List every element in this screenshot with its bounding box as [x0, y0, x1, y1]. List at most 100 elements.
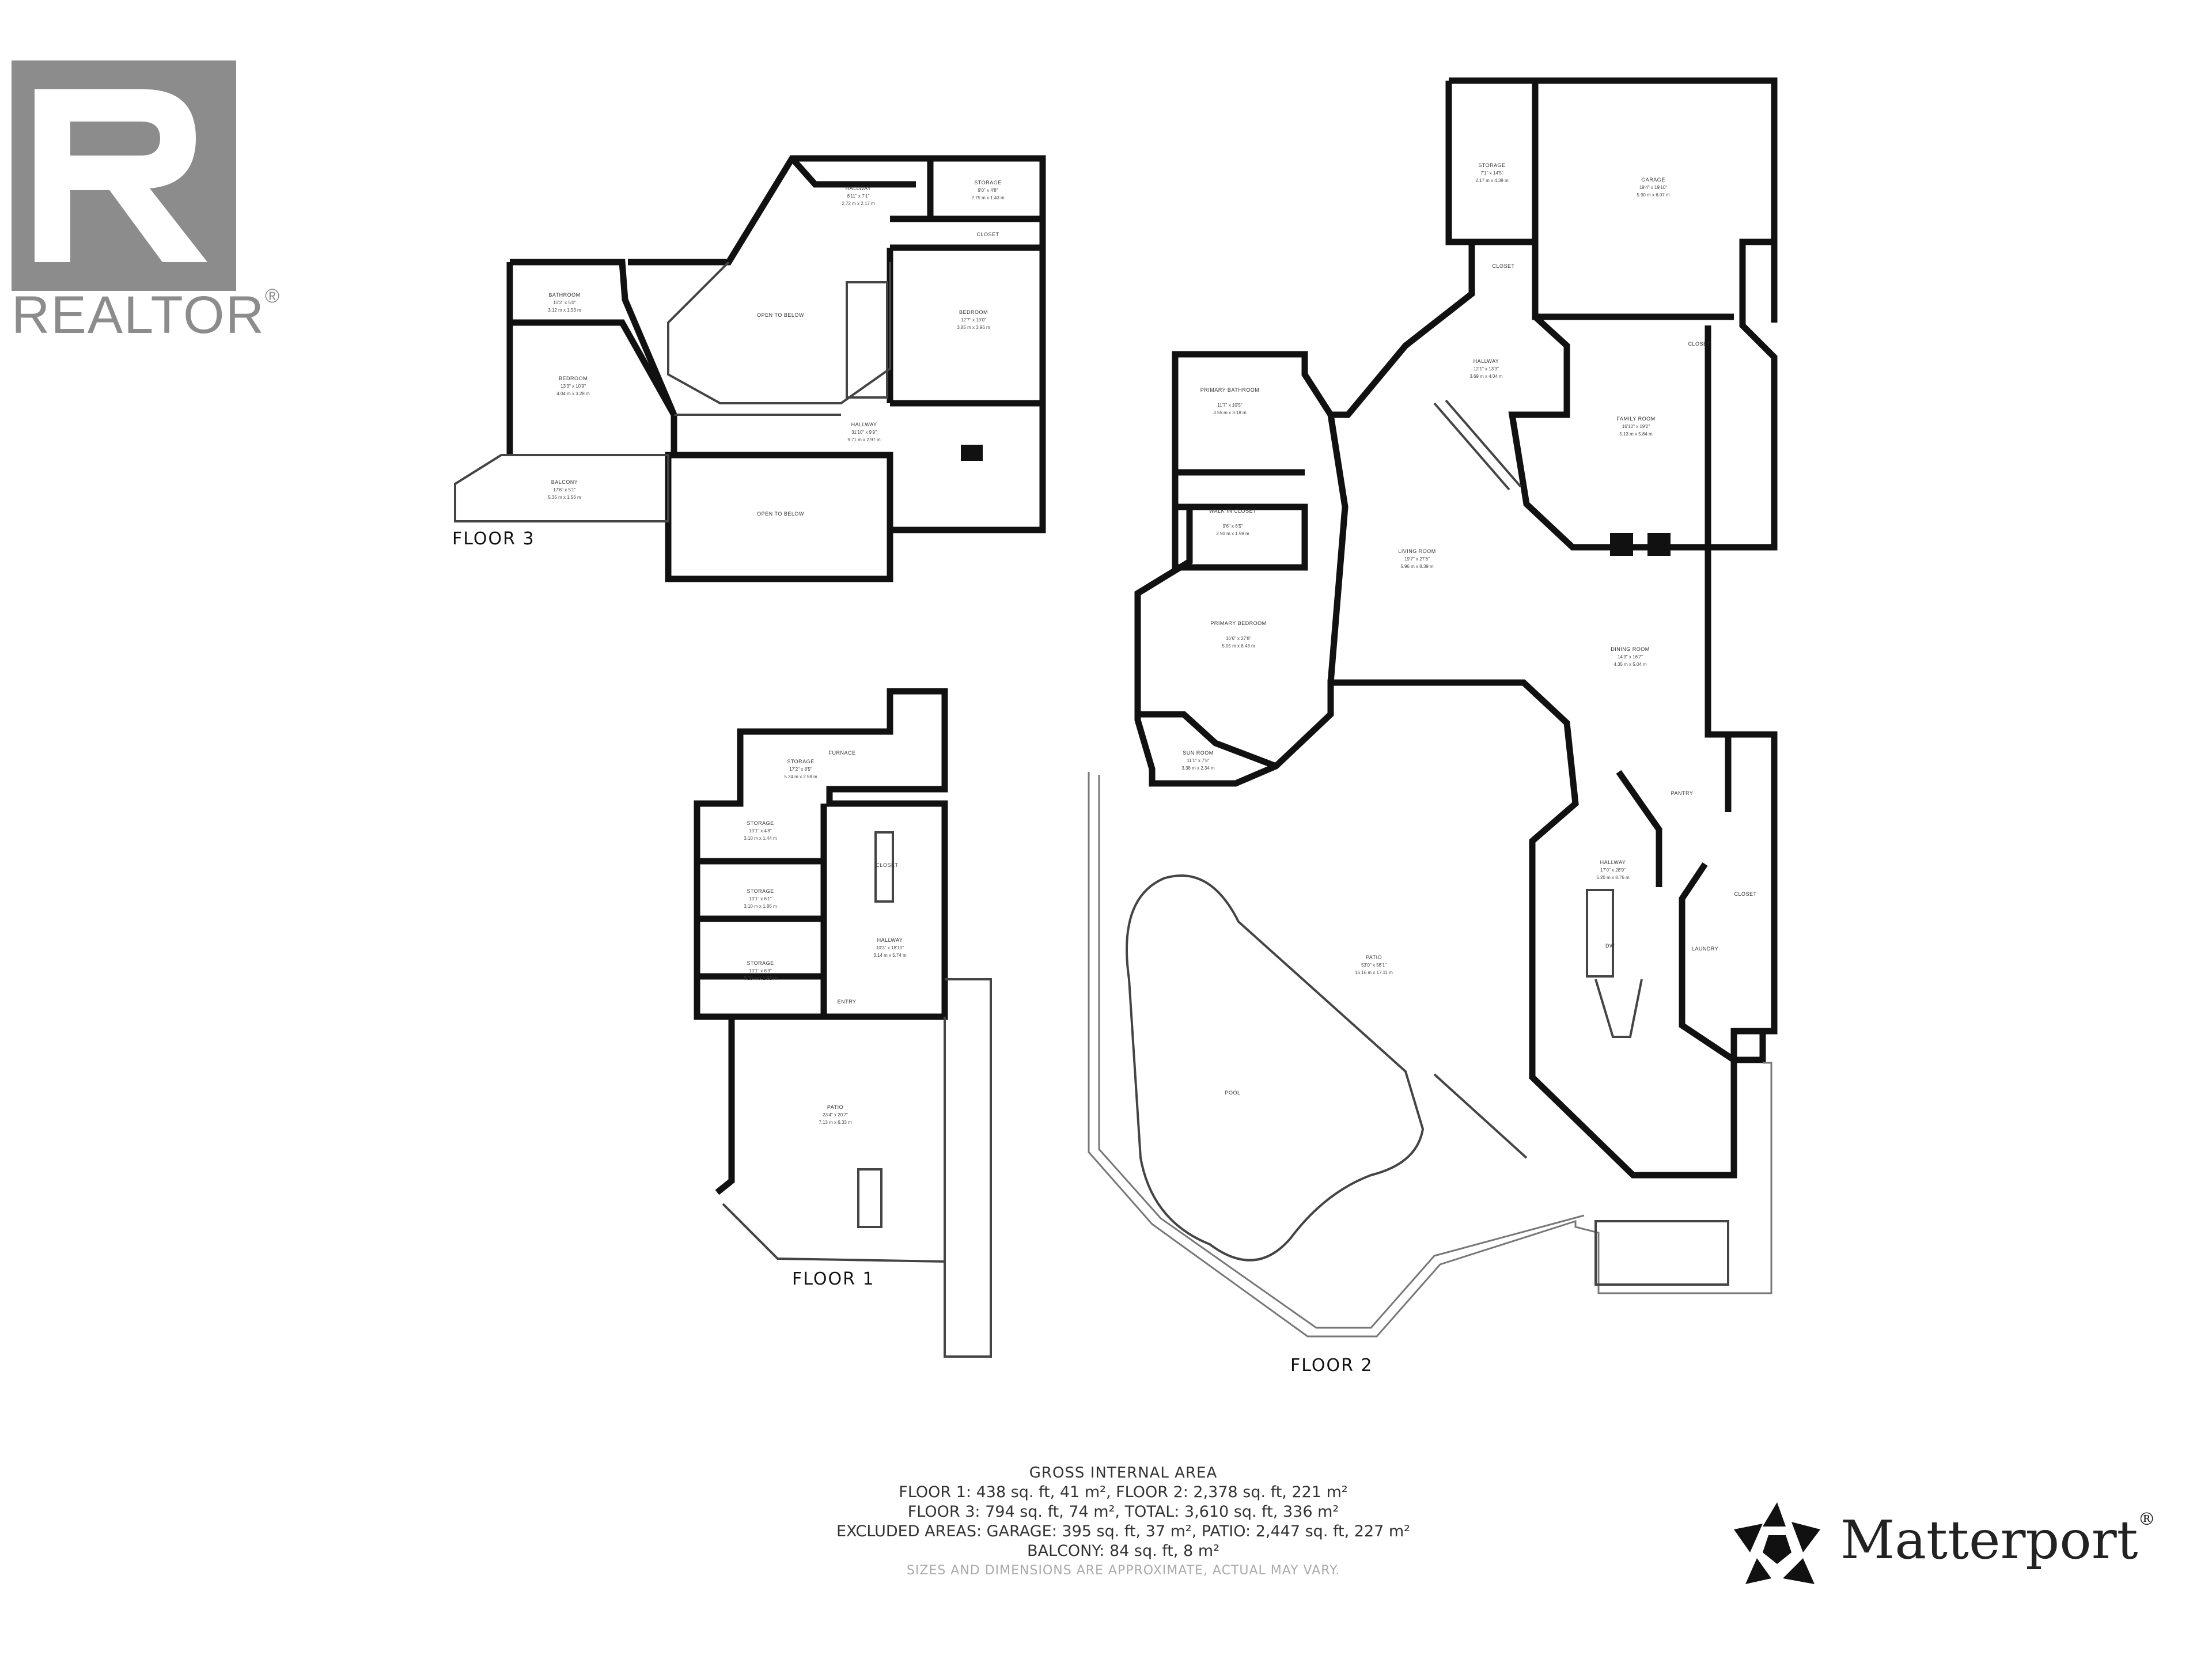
room-dim-metric: 7.13 m x 6.33 m [819, 1120, 852, 1125]
room-dim: 10'1" x 6'3" [749, 968, 772, 974]
room-name: ENTRY [838, 999, 857, 1005]
room-dim-metric: 3.69 m x 4.04 m [1469, 374, 1503, 379]
room-dim-metric: 3.55 m x 3.18 m [1213, 410, 1247, 415]
room-dim-metric: 3.10 m x 1.92 m [744, 976, 777, 981]
room-dim: 11'7" x 10'5" [1217, 403, 1242, 408]
room-dim: 10'3" x 18'10" [876, 945, 904, 950]
room-dim-metric: 3.10 m x 1.44 m [744, 836, 777, 841]
room-dim-metric: 5.90 m x 6.07 m [1637, 192, 1670, 198]
room-dim-metric: 3.38 m x 2.34 m [1181, 766, 1215, 771]
chimney-icon [961, 445, 983, 461]
room-dim-metric: 2.75 m x 1.43 m [971, 195, 1005, 200]
room-name: STORAGE [747, 888, 774, 894]
room-name: BEDROOM [559, 376, 588, 381]
room-dim: 11'1" x 7'8" [1187, 758, 1210, 763]
area-heading: GROSS INTERNAL AREA [1029, 1464, 1218, 1482]
room-name: LIVING ROOM [1398, 548, 1436, 554]
fireplace-icon [1610, 533, 1633, 556]
room-dim: 19'7" x 27'6" [1404, 556, 1430, 562]
room-dim-metric: 5.24 m x 2.58 m [784, 774, 817, 779]
room-name: CLOSET [1492, 263, 1514, 269]
room-dim-metric: 2.90 m x 1.98 m [1216, 531, 1249, 536]
room-dim: 17'0" x 28'9" [1600, 868, 1626, 873]
room-dim: 14'3" x 16'7" [1618, 654, 1643, 660]
room-name: OPEN TO BELOW [757, 312, 804, 318]
matterport-brand-text: Matterport [1840, 1509, 2138, 1571]
room-dim-metric: 5.96 m x 8.39 m [1400, 564, 1434, 569]
room-name: STORAGE [974, 180, 1001, 185]
room-dim-metric: 16.16 m x 17.11 m [1355, 970, 1393, 975]
room-dim-metric: 5.35 m x 1.56 m [548, 495, 581, 500]
room-dim: 16'10" x 19'2" [1622, 424, 1650, 429]
floor-2-label: FLOOR 2 [1290, 1355, 1373, 1376]
room-name: CLOSET [876, 862, 898, 868]
room-dim: 19'4" x 19'10" [1639, 185, 1667, 190]
room-name: STORAGE [747, 960, 774, 966]
room-name: CLOSET [1734, 891, 1756, 897]
room-dim: 12'7" x 13'0" [961, 317, 986, 323]
room-name: HALLWAY [877, 937, 903, 943]
room-dim: 17'2" x 8'5" [789, 767, 812, 772]
floor-1-label: FLOOR 1 [792, 1269, 875, 1289]
room-name: STORAGE [1478, 162, 1505, 168]
room-name: BEDROOM [959, 309, 988, 315]
room-name: PATIO [1366, 955, 1382, 960]
room-dim: 8'11" x 7'1" [847, 194, 870, 199]
realtor-brand-text: REALTOR [12, 286, 266, 344]
room-dim-metric: 5.05 m x 8.43 m [1222, 643, 1255, 649]
room-dim-metric: 3.14 m x 5.74 m [873, 953, 907, 958]
realtor-logo: REALTOR® [12, 60, 279, 349]
room-dim-metric: 2.17 m x 4.39 m [1475, 178, 1509, 183]
area-line-excluded: EXCLUDED AREAS: GARAGE: 395 sq. ft, 37 m… [836, 1522, 1411, 1540]
room-dim-metric: 5.20 m x 8.76 m [1596, 875, 1630, 880]
floor-3-label: FLOOR 3 [452, 529, 535, 549]
room-name: BATHROOM [548, 292, 580, 298]
fireplace-icon [1647, 533, 1671, 556]
area-line-floors-1-2: FLOOR 1: 438 sq. ft, 41 m², FLOOR 2: 2,3… [899, 1483, 1348, 1501]
room-dim-metric: 5.13 m x 5.84 m [1619, 431, 1653, 437]
room-dim: 10'1" x 6'1" [749, 896, 772, 902]
room-name: WALK IN CLOSET [1209, 508, 1256, 514]
room-dim: 23'4" x 20'7" [823, 1112, 848, 1118]
room-name: HALLWAY [846, 185, 872, 191]
room-dim: 10'1" x 4'8" [749, 828, 772, 834]
room-dim-metric: 9.71 m x 2.97 m [847, 437, 881, 442]
room-name: HALLWAY [1600, 859, 1626, 865]
room-name: DINING ROOM [1611, 646, 1650, 652]
room-name: BALCONY [551, 479, 578, 485]
room-name: FURNACE [828, 750, 855, 756]
realtor-registered-mark: ® [265, 285, 281, 307]
matterport-registered-mark: ® [2138, 1509, 2156, 1529]
room-name: HALLWAY [851, 422, 877, 427]
room-dim: 31'10" x 9'9" [851, 430, 877, 435]
room-name: POOL [1225, 1090, 1240, 1096]
room-name: OPEN TO BELOW [757, 511, 804, 517]
room-name: SUN ROOM [1183, 750, 1214, 756]
room-dim: 53'0" x 56'1" [1361, 963, 1387, 968]
room-dim: 7'1" x 14'5" [1480, 171, 1503, 176]
room-name: CLOSET [1688, 341, 1710, 347]
room-dim: 10'2" x 5'0" [553, 300, 576, 305]
room-name: CLOSET [976, 232, 999, 237]
room-name: LAUNDRY [1692, 946, 1718, 952]
room-dim-metric: 4.04 m x 3.28 m [556, 391, 590, 396]
matterport-logo: Matterport® [1728, 1498, 2177, 1590]
room-dim-metric: 4.35 m x 5.04 m [1613, 662, 1647, 667]
room-dim: 16'6" x 27'8" [1226, 636, 1251, 641]
area-line-balcony: BALCONY: 84 sq. ft, 8 m² [1027, 1542, 1219, 1560]
area-disclaimer: SIZES AND DIMENSIONS ARE APPROXIMATE, AC… [906, 1563, 1340, 1578]
room-name: PATIO [827, 1104, 843, 1110]
room-dim-metric: 2.72 m x 2.17 m [842, 201, 875, 206]
room-name: PRIMARY BEDROOM [1210, 620, 1266, 626]
room-name: DW [1605, 943, 1615, 949]
room-dim-metric: 3.10 m x 1.86 m [744, 904, 777, 909]
floor-2-plan: FLOOR 2 STORAGE 7'1" x 14'5" 2.17 m x 4.… [1088, 77, 1778, 1376]
area-line-floor-3-total: FLOOR 3: 794 sq. ft, 74 m², TOTAL: 3,610… [907, 1503, 1339, 1521]
matterport-cube-icon [1734, 1502, 1820, 1584]
room-name: STORAGE [747, 820, 774, 826]
floor-3-plan: FLOOR 3 HALLWAY 8'11" x 7'1" 2.72 m x 2.… [452, 155, 1046, 582]
gross-internal-area-summary: GROSS INTERNAL AREA FLOOR 1: 438 sq. ft,… [818, 1463, 1429, 1581]
realtor-r-icon [35, 89, 207, 262]
room-dim: 9'0" x 4'8" [978, 188, 998, 193]
room-dim: 9'6" x 6'5" [1223, 524, 1243, 529]
